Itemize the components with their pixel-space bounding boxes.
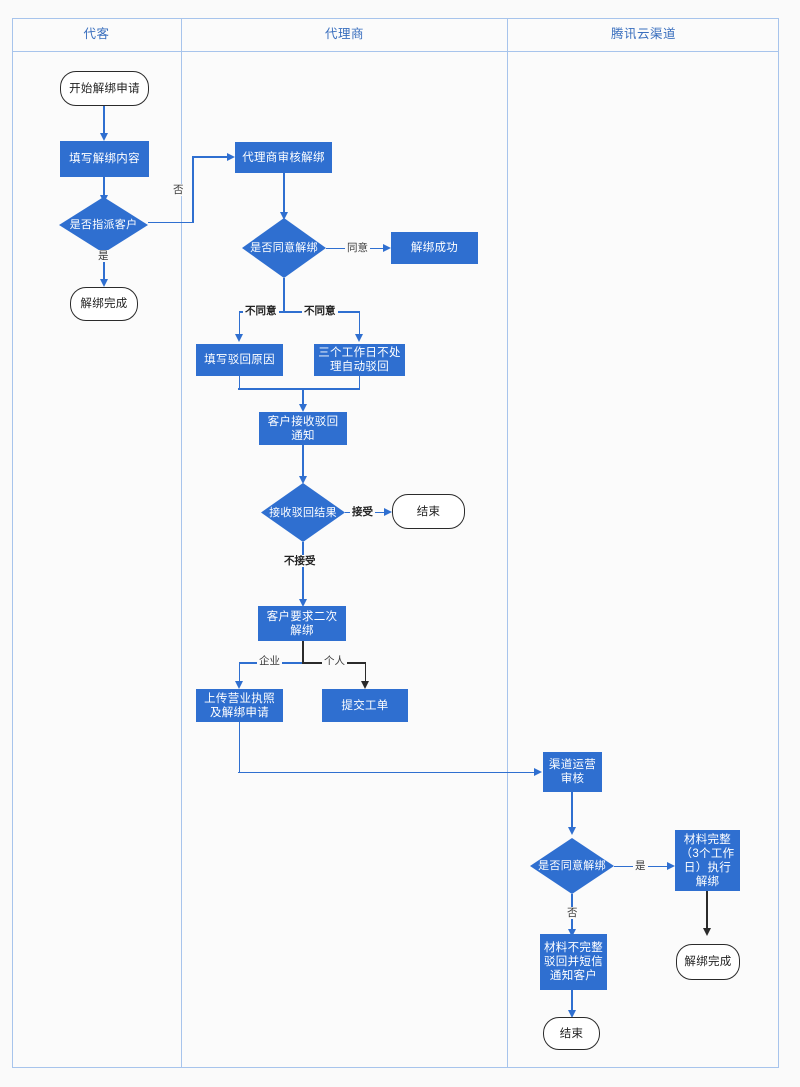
node-unbind-complete-channel[interactable]: 解绑完成 xyxy=(676,944,740,980)
node-fill-unbind-content[interactable]: 填写解绑内容 xyxy=(60,141,149,177)
edge-label-yes-assign: 是 xyxy=(96,250,111,262)
edge-n1-n2 xyxy=(103,106,105,134)
arrowhead-n17-n19 xyxy=(568,929,576,937)
arrowhead-n13-n15 xyxy=(361,681,369,689)
edge-n14-n16-h xyxy=(238,771,535,774)
arrowhead-n18-n20 xyxy=(703,928,711,936)
lane-title-agent: 代理商 xyxy=(324,27,364,41)
arrowhead-n11-n13 xyxy=(299,599,307,607)
arrowhead-n10-n11 xyxy=(299,476,307,484)
edge-n8-merge-v xyxy=(238,376,241,389)
node-submit-ticket[interactable]: 提交工单 xyxy=(322,689,408,722)
node-customer-request-second-unbind[interactable]: 客户要求二次解绑 xyxy=(258,606,346,641)
edge-merge-h xyxy=(238,388,360,390)
edge-label-personal: 个人 xyxy=(322,655,347,667)
edge-n6-n8-v xyxy=(238,311,241,336)
node-decide-agent-agree[interactable]: 是否同意解绑 xyxy=(242,218,326,278)
arrowhead-n19-n21 xyxy=(568,1010,576,1018)
node-auto-reject-three-days[interactable]: 三个工作日不处理自动驳回 xyxy=(314,344,405,376)
arrowhead-n6-n8 xyxy=(235,334,243,342)
swimlane-frame xyxy=(12,18,779,1068)
node-end-channel[interactable]: 结束 xyxy=(543,1017,600,1050)
edge-label-not-accept: 不接受 xyxy=(282,555,318,567)
node-channel-operation-review[interactable]: 渠道运营审核 xyxy=(543,752,602,792)
edge-n19-n21 xyxy=(571,990,573,1014)
lane-title-tencent: 腾讯云渠道 xyxy=(610,27,676,41)
edge-n3-n5-v xyxy=(192,156,194,222)
edge-n13-n14-v xyxy=(238,662,241,683)
edge-n11-n13 xyxy=(302,542,304,604)
node-material-incomplete-reject-sms[interactable]: 材料不完整驳回并短信通知客户 xyxy=(540,934,607,990)
arrowhead-n11-n12 xyxy=(384,508,392,516)
node-start-unbind-application[interactable]: 开始解绑申请 xyxy=(60,71,149,106)
edge-merge-n10-v xyxy=(302,388,304,407)
node-end-agent[interactable]: 结束 xyxy=(392,494,465,529)
edge-n6-split-h xyxy=(239,311,360,313)
node-upload-license-and-application[interactable]: 上传营业执照及解绑申请 xyxy=(196,689,283,722)
arrowhead-n17-n18 xyxy=(667,862,675,870)
node-decide-rejection-result[interactable]: 接收驳回结果 xyxy=(261,483,345,542)
edge-n18-n20 xyxy=(706,891,708,931)
edge-n3-n4 xyxy=(103,253,105,284)
arrowhead-n6-n9 xyxy=(355,334,363,342)
node-unbind-success[interactable]: 解绑成功 xyxy=(391,232,478,264)
edge-n3-n5-h1 xyxy=(148,221,194,224)
arrowhead-n3-n4 xyxy=(99,279,108,287)
edge-n2-n3 xyxy=(103,177,105,200)
edge-label-disagree-left: 不同意 xyxy=(243,305,279,317)
arrowhead-merge-n10 xyxy=(299,404,307,412)
edge-n6-split-v xyxy=(283,278,285,312)
node-fill-rejection-reason[interactable]: 填写驳回原因 xyxy=(196,344,283,376)
edge-label-agree: 同意 xyxy=(345,242,370,254)
node-unbind-complete-customer[interactable]: 解绑完成 xyxy=(70,287,138,321)
edge-label-no-final: 否 xyxy=(565,907,580,919)
node-material-complete-execute-unbind[interactable]: 材料完整（3个工作日）执行解绑 xyxy=(675,830,740,891)
arrowhead-n6-n7 xyxy=(383,244,391,252)
edge-n9-merge-v xyxy=(358,376,361,389)
arrowhead-n3-n5 xyxy=(227,152,235,161)
lane-title-customer: 代客 xyxy=(83,27,110,41)
arrowhead-n14-n16 xyxy=(534,768,542,776)
edge-n14-n16-v xyxy=(238,722,241,773)
lane-divider-2 xyxy=(507,18,508,1068)
lane-divider-1 xyxy=(181,18,182,1068)
edge-label-accept: 接受 xyxy=(350,506,375,518)
edge-n3-n5-h2 xyxy=(192,156,228,158)
edge-n10-n11 xyxy=(302,445,304,481)
edge-label-no-assign: 否 xyxy=(171,184,186,196)
node-customer-receive-rejection[interactable]: 客户接收驳回通知 xyxy=(259,412,347,445)
arrowhead-n16-n17 xyxy=(568,827,576,835)
edge-n6-n9-v xyxy=(358,311,361,336)
lane-header-rule xyxy=(12,51,779,52)
edge-label-enterprise: 企业 xyxy=(257,655,282,667)
arrowhead-n1-n2 xyxy=(99,133,108,141)
node-decide-assign-customer[interactable]: 是否指派客户 xyxy=(59,197,148,253)
node-decide-channel-agree[interactable]: 是否同意解绑 xyxy=(530,838,614,894)
edge-n13-n15-v xyxy=(364,662,367,683)
edge-label-yes-final: 是 xyxy=(633,860,648,872)
arrowhead-n13-n14 xyxy=(235,681,243,689)
node-agent-review-unbind[interactable]: 代理商审核解绑 xyxy=(235,142,332,173)
edge-n5-n6 xyxy=(283,173,285,217)
edge-n13-split-v xyxy=(302,641,304,663)
edge-label-disagree-right: 不同意 xyxy=(302,305,338,317)
edge-n16-n17 xyxy=(571,792,573,830)
arrowhead-n5-n6 xyxy=(279,212,288,220)
